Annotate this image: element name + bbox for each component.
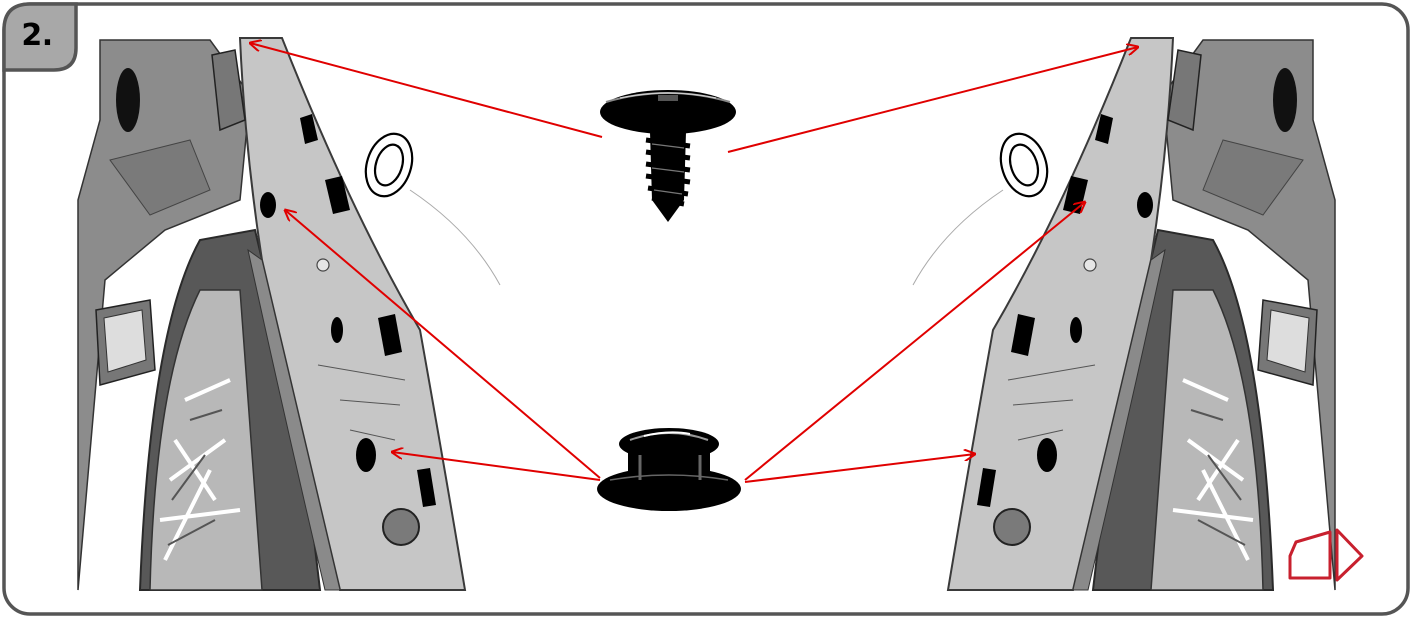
step-number: 2.: [21, 18, 53, 53]
arrow-screw-to-left-top: [250, 43, 603, 138]
left-wheel-arch-liner: [77, 37, 501, 591]
arrow-clip-to-left-lower: [392, 452, 601, 481]
pointer-arrows: [250, 43, 1138, 483]
right-wheel-arch-liner: [912, 37, 1336, 591]
arrow-clip-to-left-upper: [285, 210, 601, 479]
screw-icon: [600, 90, 736, 222]
arrow-clip-to-right-lower: [744, 454, 975, 483]
wedge-arrow-icon[interactable]: [1288, 528, 1364, 582]
arrow-clip-to-right-upper: [744, 202, 1085, 481]
arrow-screw-to-right-top: [727, 47, 1138, 153]
step-tab: [2, 2, 78, 72]
push-clip-icon: [597, 428, 741, 511]
